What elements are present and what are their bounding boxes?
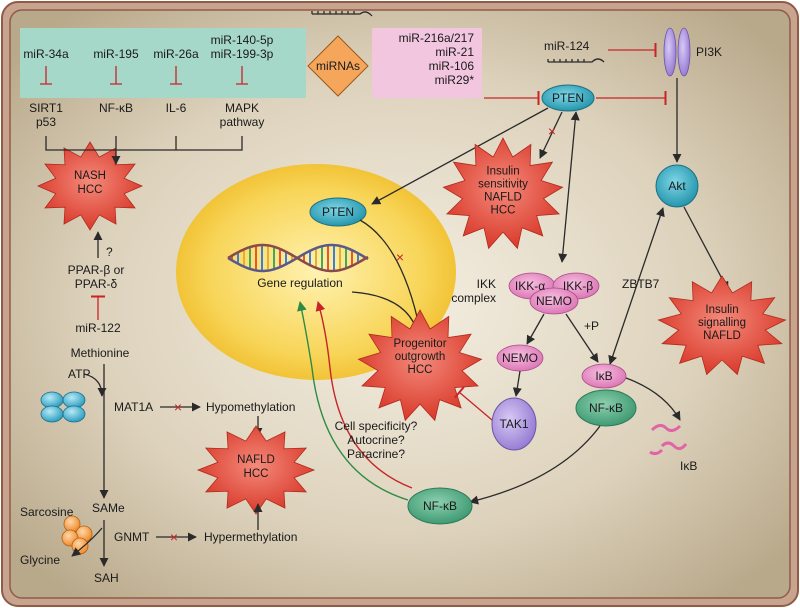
- mirna-inhibition-bar: [236, 66, 248, 85]
- nemo-to-tak1: [512, 370, 522, 397]
- sarcosine-label: Sarcosine: [20, 505, 74, 519]
- pi3k-label: PI3K: [696, 45, 722, 59]
- ppar-question: ?: [106, 245, 113, 259]
- nfkb-feedback-red: [315, 301, 413, 489]
- akt-to-insulin-signalling: [683, 206, 729, 291]
- ikk-nemo-node: [529, 287, 579, 315]
- ikb-degraded-label: IκB: [680, 459, 697, 473]
- blocked-cross-4: ×: [170, 529, 178, 545]
- gene-regulation-label: Gene regulation: [257, 276, 342, 290]
- pi3k-receptor-left: [663, 27, 677, 77]
- atp-label: ATP: [68, 367, 90, 381]
- ikk-alpha-label: IKK-α: [515, 279, 545, 293]
- tak1-inhibits-progenitor: [454, 386, 493, 421]
- akt-label: Akt: [668, 179, 686, 193]
- phosphorylation-label: +P: [584, 319, 599, 333]
- nfkb-right-label: NF-κB: [589, 401, 623, 415]
- blocked-cross-2: ×: [396, 249, 404, 265]
- tak1-label: TAK1: [499, 417, 528, 431]
- akt-node: [655, 164, 699, 208]
- pten-top-label: PTEN: [552, 91, 584, 105]
- ikk-to-ikb: [565, 313, 599, 363]
- nucleus: [176, 164, 456, 380]
- pi3k-receptor-right: [677, 27, 691, 77]
- ikb-release-arrow: [625, 377, 681, 421]
- mirna-target-label: NF-κB: [99, 101, 133, 115]
- mirna-inhibition-bar: [170, 66, 182, 85]
- mir122-label: miR-122: [75, 321, 121, 335]
- cell-specificity-label: Cell specificity?Autocrine?Paracrine?: [335, 419, 418, 461]
- nafld-burst: [196, 425, 316, 515]
- methionine-label: Methionine: [71, 346, 130, 360]
- nfkb-feedback-green: [297, 301, 409, 501]
- sarcosine-glycine-curve: [71, 527, 103, 557]
- tak1-node: [491, 397, 537, 451]
- pten-nucleus-to-progenitor: [359, 219, 423, 331]
- mirna-left-item: miR-34a: [23, 47, 69, 61]
- blocked-cross-3: ×: [174, 399, 182, 415]
- mirna-left-item: miR-26a: [153, 47, 199, 61]
- mirna-left-item: miR-195: [93, 47, 139, 61]
- insulin-signalling-burst: [657, 275, 787, 376]
- pten-nucleus-label: PTEN: [322, 205, 354, 219]
- ikb-label: IκB: [595, 369, 612, 383]
- mirna-hub-diamond: [307, 35, 369, 97]
- mirna-right-box: [372, 28, 482, 98]
- nfkb-bottom-label: NF-κB: [423, 499, 457, 513]
- mirna-left-box: [20, 28, 306, 98]
- mat1a-label: MAT1A: [114, 400, 153, 414]
- mir124-strand: [547, 58, 605, 63]
- glycine-label: Glycine: [20, 553, 60, 567]
- nash-burst: [36, 141, 144, 231]
- pten-top-node: [541, 84, 595, 112]
- dna-helix-icon: [227, 243, 369, 273]
- mirna-inhibition-bar: [40, 66, 52, 85]
- nfkb-right-node: [575, 389, 637, 427]
- mrna-strand-top: [311, 11, 373, 17]
- pten-nucleus-node: [309, 197, 367, 227]
- zbtb7-label: ZBTB7: [622, 277, 660, 291]
- mirna-hub-label: miRNAs: [316, 59, 360, 73]
- nfkb-translocation: [469, 425, 601, 505]
- ikb-node: [581, 363, 627, 389]
- pten-to-nucleus-pten: [371, 107, 549, 205]
- same-label: SAMe: [92, 501, 125, 515]
- ikk-to-nemo: [526, 313, 545, 345]
- hypomethylation-label: Hypomethylation: [206, 400, 295, 414]
- ikk-beta-label: IKK-β: [563, 279, 593, 293]
- progenitor-burst: [357, 309, 483, 422]
- blocked-cross-1: ×: [548, 123, 556, 139]
- gnmt-label: GNMT: [114, 530, 150, 544]
- ikk-nemo-label: NEMO: [536, 294, 572, 308]
- targets-converge: [45, 136, 243, 151]
- sah-label: SAH: [94, 571, 119, 585]
- nemo-free-label: NEMO: [502, 351, 538, 365]
- insulin-sensitivity-burst: [442, 137, 564, 250]
- degraded-ikb-fragments: [649, 423, 688, 456]
- mir124-label: miR-124: [544, 39, 590, 53]
- atp-input-curve: [83, 373, 107, 397]
- mirna-inhibition-bar: [110, 66, 122, 85]
- mirna-target-label: IL-6: [166, 101, 187, 115]
- pten-ikk-link: [558, 111, 580, 263]
- nfkb-bottom-node: [407, 487, 473, 525]
- hypermethylation-label: Hypermethylation: [204, 530, 297, 544]
- zbtb7-link: [608, 207, 665, 365]
- atp-enzyme-icon: [40, 391, 86, 423]
